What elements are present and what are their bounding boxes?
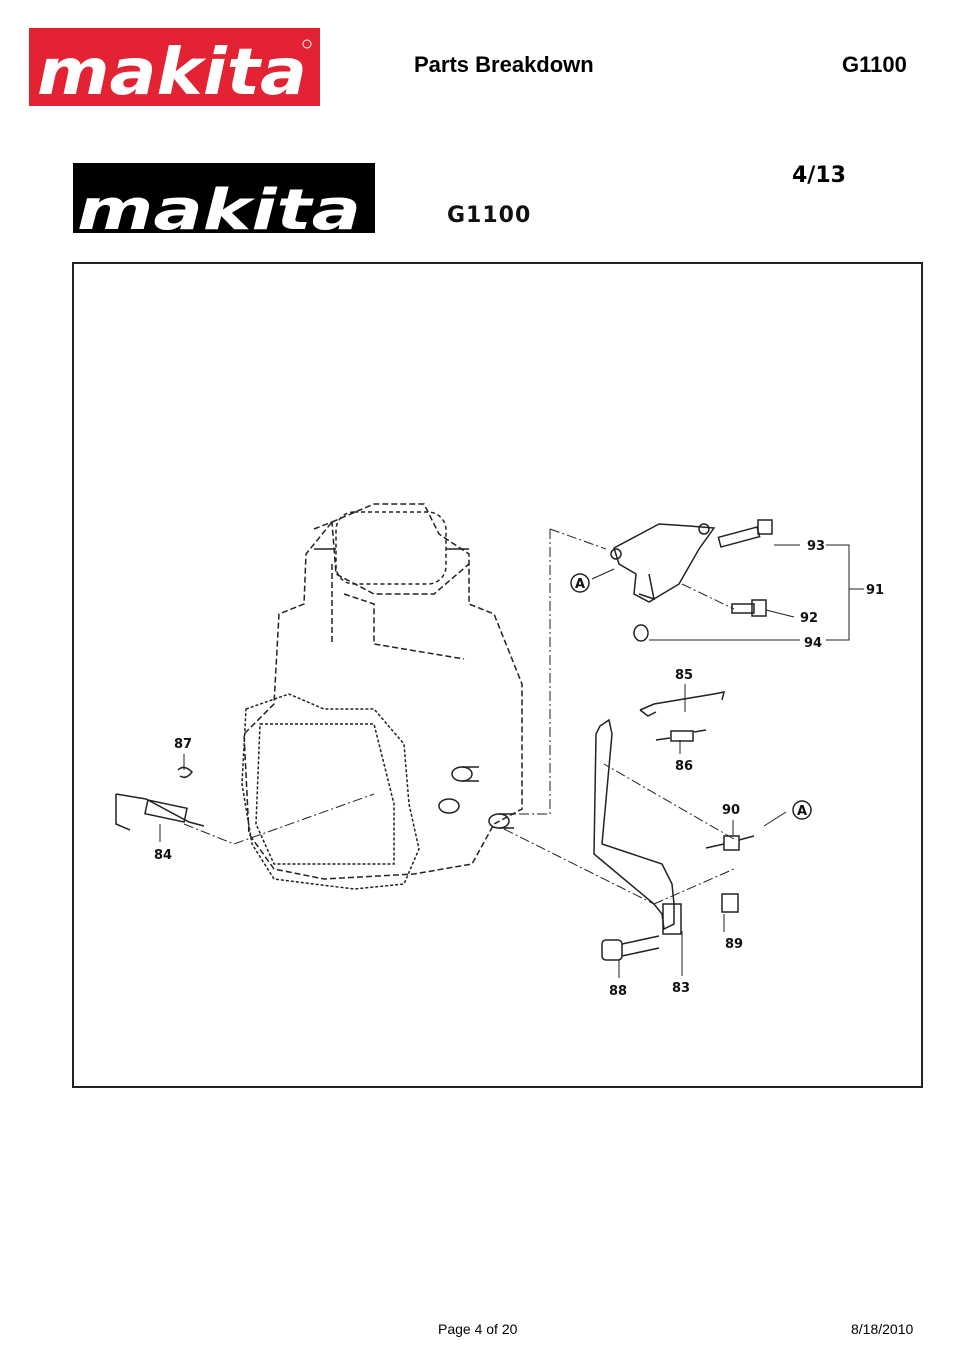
callout-lines xyxy=(159,544,864,978)
spring-85 xyxy=(639,691,726,717)
governor-lever-83 xyxy=(593,718,682,935)
clip-87 xyxy=(177,766,193,779)
callout-94: 94 xyxy=(804,636,822,651)
parts-diagram: 93 91 92 94 85 86 87 90 84 89 83 88 A A xyxy=(72,262,923,1088)
callout-91: 91 xyxy=(866,583,884,598)
callout-86: 86 xyxy=(675,759,693,774)
page-number: Page 4 of 20 xyxy=(438,1321,518,1337)
washer-94 xyxy=(633,624,649,642)
spring-86 xyxy=(655,729,707,742)
model-number: G1100 xyxy=(842,52,907,77)
document-model: G1100 xyxy=(447,203,532,228)
callout-85: 85 xyxy=(675,668,693,683)
callout-89: 89 xyxy=(725,937,743,952)
makita-logo-black: makita xyxy=(73,163,375,243)
ref-a-circle-2 xyxy=(792,800,812,820)
bolt-92 xyxy=(731,599,767,617)
print-date: 8/18/2010 xyxy=(851,1321,914,1337)
logo-text: makita xyxy=(37,36,307,106)
governor-shaft-84 xyxy=(115,793,205,831)
callout-93: 93 xyxy=(807,539,825,554)
ref-a-circle-1 xyxy=(570,573,590,593)
callout-88: 88 xyxy=(609,984,627,999)
clip-89 xyxy=(721,893,739,913)
page-title: Parts Breakdown xyxy=(414,52,594,77)
callout-84: 84 xyxy=(154,848,172,863)
callout-90: 90 xyxy=(722,803,740,818)
ref-a-label-2: A xyxy=(797,804,807,819)
callout-83: 83 xyxy=(672,981,690,996)
ref-a-label-1: A xyxy=(575,577,585,592)
section-index: 4/13 xyxy=(792,163,846,188)
logo-text: makita xyxy=(77,178,361,233)
bolt-93 xyxy=(717,519,773,548)
callout-87: 87 xyxy=(174,737,192,752)
bolt-88 xyxy=(601,935,660,961)
crankcase-gasket xyxy=(241,693,420,890)
bosses xyxy=(438,766,514,829)
spring-90 xyxy=(705,835,755,851)
makita-logo: makita xyxy=(29,28,320,106)
callout-92: 92 xyxy=(800,611,818,626)
cylinder-head xyxy=(314,511,469,585)
engine-block-outline xyxy=(243,503,523,880)
governor-bracket xyxy=(610,523,716,603)
leader-lines xyxy=(183,528,735,905)
